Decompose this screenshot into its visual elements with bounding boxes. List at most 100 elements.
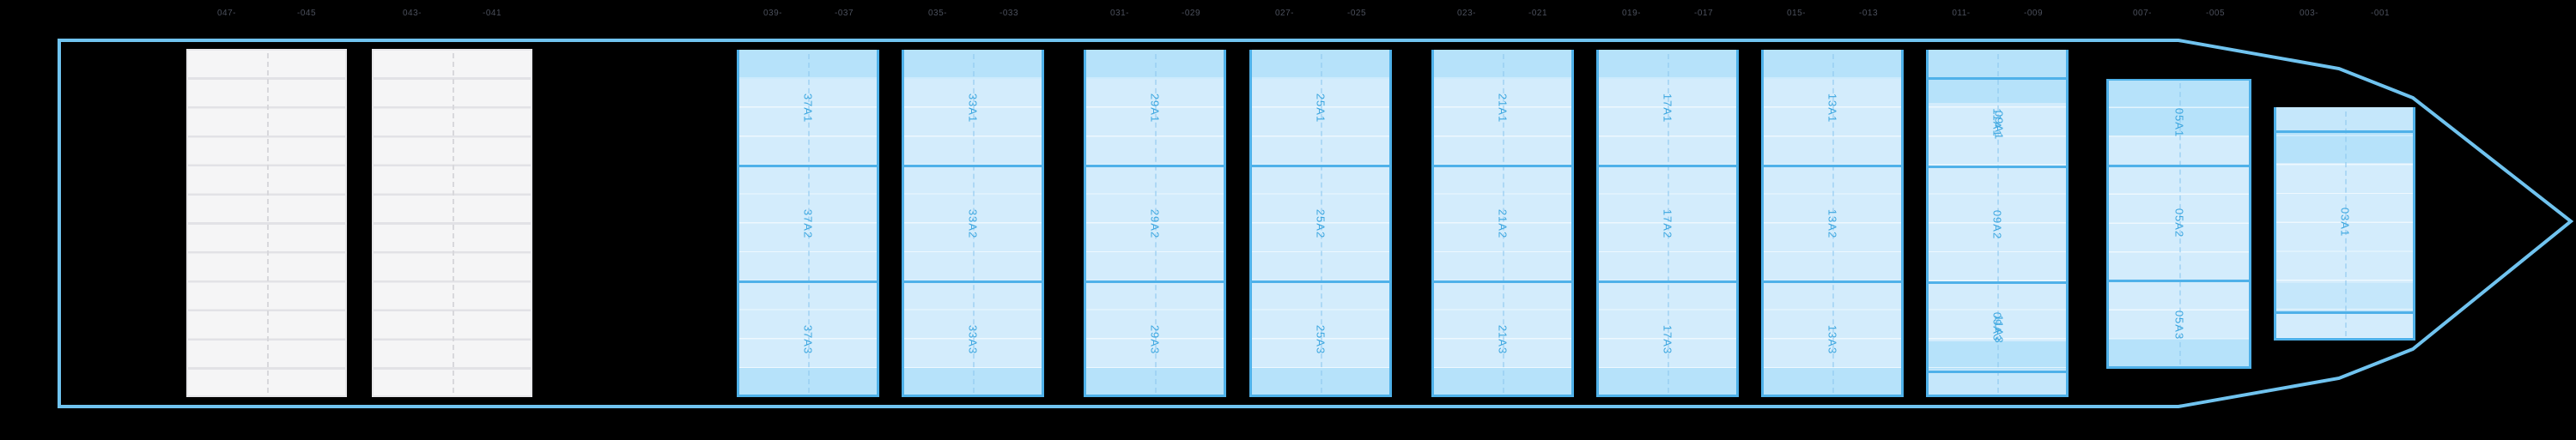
- bay-section-21A1[interactable]: 21A1: [1431, 50, 1574, 166]
- section-divider: [2106, 280, 2251, 282]
- bay-section-29A1[interactable]: 29A1: [1084, 50, 1226, 166]
- section-divider: [2274, 130, 2415, 133]
- bay-section-29A3[interactable]: 29A3: [1084, 281, 1226, 397]
- center-dash-line: [1155, 54, 1157, 393]
- bay-section-09A2[interactable]: 09A2: [1926, 166, 2069, 282]
- bay-section-label-05A3: 05A3: [2172, 310, 2185, 340]
- bay-number-label: -009: [2023, 9, 2044, 18]
- bay-section-strip: [1926, 50, 2069, 78]
- section-divider: [1761, 280, 1904, 283]
- bay-section-05A3[interactable]: 05A3: [2106, 280, 2251, 369]
- bay-section-label-37A2: 37A2: [801, 208, 815, 238]
- bay-section-strip: [2274, 107, 2415, 131]
- section-divider: [1926, 166, 2069, 168]
- section-divider: [1249, 280, 1392, 283]
- bay-section-03A1[interactable]: 03A1: [2274, 131, 2415, 312]
- center-dash-line: [1503, 54, 1504, 393]
- bay-section-37A3[interactable]: 37A3: [737, 281, 879, 397]
- center-dash-line: [452, 53, 454, 393]
- bay-section-05A1[interactable]: 05A1: [2106, 79, 2251, 166]
- bay-section-17A1[interactable]: 17A1: [1596, 50, 1739, 166]
- empty-bay-block-1: [186, 49, 347, 397]
- bay-section-33A1[interactable]: 33A1: [902, 50, 1044, 166]
- empty-bay-block-2: [372, 49, 532, 397]
- bay-section-25A3[interactable]: 25A3: [1249, 281, 1392, 397]
- bay-section-strip: [1926, 371, 2069, 397]
- bay-section-13A3[interactable]: 13A3: [1761, 281, 1904, 397]
- bay-section-37A1[interactable]: 37A1: [737, 50, 879, 166]
- bay-section-label-13A3: 13A3: [1826, 324, 1839, 354]
- bay-section-13A1[interactable]: 13A1: [1761, 50, 1904, 166]
- bay-number-label: -037: [834, 9, 854, 18]
- bay-number-label: 031-: [1109, 9, 1130, 18]
- section-divider: [1596, 165, 1739, 167]
- section-divider: [1926, 371, 2069, 373]
- bay-section-37A2[interactable]: 37A2: [737, 166, 879, 281]
- bay-number-label: -017: [1693, 9, 1714, 18]
- bay-section-17A3[interactable]: 17A3: [1596, 281, 1739, 397]
- section-divider: [1926, 281, 2069, 284]
- bay-number-label: -025: [1346, 9, 1367, 18]
- bay-section-33A2[interactable]: 33A2: [902, 166, 1044, 281]
- bay-section-label-29A2: 29A2: [1148, 208, 1162, 238]
- center-dash-line: [973, 54, 975, 393]
- bay-section-label-17A1: 17A1: [1661, 93, 1674, 123]
- section-divider: [2274, 311, 2415, 314]
- bay-number-label: 007-: [2132, 9, 2153, 18]
- bay-section-strip: [2274, 312, 2415, 341]
- section-divider: [1431, 165, 1574, 167]
- bay-section-label-11A3: 11A3: [1992, 315, 2006, 344]
- section-divider: [902, 280, 1044, 283]
- bay-number-label: 035-: [927, 9, 948, 18]
- center-dash-line: [1997, 54, 1999, 393]
- bay-number-label: 039-: [762, 9, 783, 18]
- section-divider: [737, 165, 879, 167]
- bay-section-17A2[interactable]: 17A2: [1596, 166, 1739, 281]
- bay-section-21A3[interactable]: 21A3: [1431, 281, 1574, 397]
- bay-section-label-21A1: 21A1: [1496, 93, 1510, 123]
- center-dash-line: [2178, 83, 2181, 365]
- section-divider: [1926, 77, 2069, 80]
- bay-number-label: 023-: [1456, 9, 1477, 18]
- section-divider: [1431, 280, 1574, 283]
- bay-section-label-33A2: 33A2: [966, 208, 980, 238]
- bay-number-label: 027-: [1274, 9, 1295, 18]
- bay-section-label-29A3: 29A3: [1148, 324, 1162, 354]
- bay-section-21A2[interactable]: 21A2: [1431, 166, 1574, 281]
- bay-section-label-37A3: 37A3: [801, 324, 815, 354]
- bay-section-label-33A1: 33A1: [966, 93, 980, 123]
- center-dash-line: [2344, 112, 2347, 336]
- bay-section-label-17A2: 17A2: [1661, 208, 1674, 238]
- bay-number-label: -045: [296, 9, 317, 18]
- section-divider: [737, 280, 879, 283]
- bay-block-05: 05A1 05A2 05A3: [2106, 79, 2251, 369]
- bay-block-37: 37A1 37A2 37A3: [737, 50, 879, 397]
- bay-section-label-09A1: 09A1: [1992, 110, 2006, 140]
- bay-block-17: 17A1 17A2 17A3: [1596, 50, 1739, 397]
- bay-number-label: -041: [482, 9, 502, 18]
- bay-section-05A2[interactable]: 05A2: [2106, 166, 2251, 280]
- section-divider: [1084, 165, 1226, 167]
- bay-number-label: 015-: [1786, 9, 1807, 18]
- bay-section-29A2[interactable]: 29A2: [1084, 166, 1226, 281]
- bay-number-label: 047-: [216, 9, 237, 18]
- bay-section-25A1[interactable]: 25A1: [1249, 50, 1392, 166]
- bay-block-21: 21A1 21A2 21A3: [1431, 50, 1574, 397]
- bay-number-label: -021: [1528, 9, 1548, 18]
- bay-section-13A2[interactable]: 13A2: [1761, 166, 1904, 281]
- bay-section-label-05A1: 05A1: [2172, 107, 2185, 137]
- center-dash-line: [808, 54, 810, 393]
- bay-section-label-21A3: 21A3: [1496, 324, 1510, 354]
- bay-number-label: -033: [999, 9, 1019, 18]
- center-dash-line: [1321, 54, 1322, 393]
- bay-section-25A2[interactable]: 25A2: [1249, 166, 1392, 281]
- bay-section-label-37A1: 37A1: [801, 93, 815, 123]
- bay-number-label: -013: [1858, 9, 1879, 18]
- bay-section-33A3[interactable]: 33A3: [902, 281, 1044, 397]
